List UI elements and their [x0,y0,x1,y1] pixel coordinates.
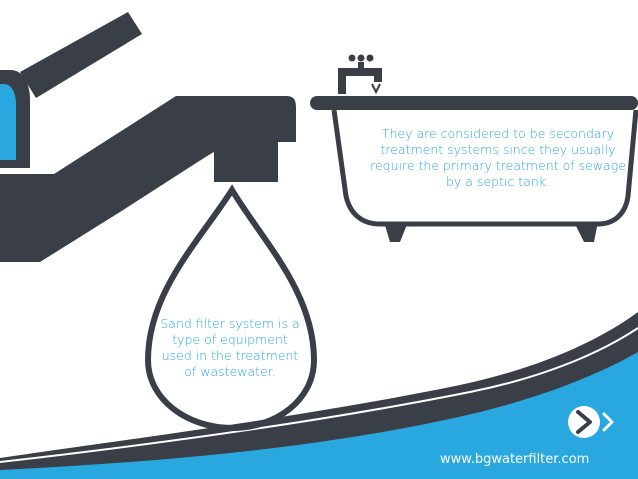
swoosh-line [0,327,638,463]
tub-rim [310,96,638,110]
drop-caption: Sand filter system is a type of equipmen… [160,316,300,379]
faucet-nozzle [214,142,278,182]
tub-foot-right [574,222,598,242]
next-arrow-icon[interactable] [568,406,614,438]
blue-swoosh [0,352,638,479]
tub-faucet-icon [338,54,382,95]
tub-caption: They are considered to be secondary trea… [370,126,626,189]
water-drop-outline [144,184,318,432]
faucet-handle [20,12,142,98]
faucet-knob-accent [0,84,16,160]
faucet-spout [0,96,296,262]
tub-body [331,109,638,227]
website-link[interactable]: www.bgwaterfilter.com [440,452,590,467]
tub-foot-left [384,222,408,242]
